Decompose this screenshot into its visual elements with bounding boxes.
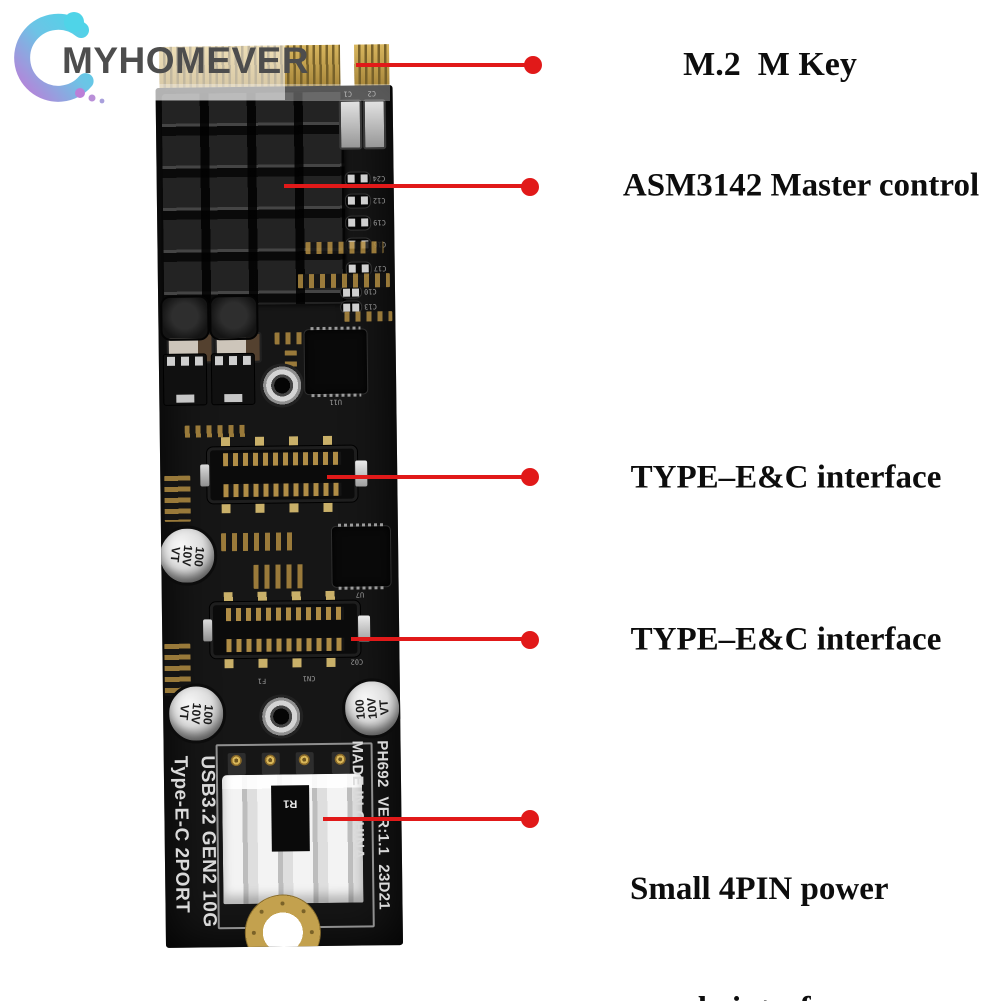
power-pin — [227, 752, 246, 776]
type-e-header-2 — [203, 590, 371, 669]
capacitor-c12 — [344, 193, 372, 209]
callout-power-interface: Small 4PIN power supply interface — [630, 789, 889, 1001]
sticker-text: R1 — [283, 797, 298, 810]
ref-c10: C10 — [363, 287, 377, 296]
callout-master-chip: ASM3142 Master control — [622, 167, 980, 204]
header-pins-top — [220, 435, 343, 447]
header-pins-bottom — [224, 657, 347, 669]
mounting-hole — [258, 694, 304, 739]
header-shield-tab — [203, 619, 213, 642]
capacitor-c2 — [362, 99, 387, 150]
smd-cluster — [164, 475, 191, 522]
header-contacts-top — [225, 606, 345, 622]
mosfet — [210, 352, 256, 406]
pointer-dot-m2 — [524, 56, 542, 74]
pointer-dot-type1 — [521, 468, 539, 486]
ref-f1: F1 — [257, 676, 267, 685]
callout-m2-m-key: M.2 M Key — [683, 46, 857, 83]
smd-cluster — [253, 564, 306, 589]
header-pins-top — [223, 590, 346, 602]
chip-u7 — [330, 525, 392, 588]
power-connector-4pin: R1 — [221, 750, 364, 905]
header-contacts-bottom — [223, 482, 342, 498]
smd-cluster — [220, 532, 294, 552]
ref-c19: C19 — [373, 218, 386, 227]
pointer-line-power — [323, 817, 531, 821]
header-contacts-top — [222, 451, 342, 467]
power-pin — [295, 752, 314, 775]
ref-cn1: CN1 — [302, 674, 316, 683]
smd-cluster — [184, 424, 247, 438]
notch-dot — [301, 909, 306, 914]
mounting-hole — [259, 363, 305, 408]
callout-type-ec-2: TYPE–E&C interface — [630, 621, 942, 658]
watermark-wash — [152, 44, 285, 100]
ref-c12: C12 — [372, 196, 386, 205]
power-pin — [261, 752, 280, 775]
smd-cluster — [305, 241, 384, 255]
header-pins-bottom — [221, 502, 344, 514]
pointer-dot-power — [521, 810, 539, 828]
ref-c02: C02 — [350, 657, 364, 666]
pointer-line-master — [284, 184, 531, 188]
ref-c24: C24 — [372, 174, 386, 183]
capacitor-c19 — [345, 215, 372, 231]
watermark-band — [152, 84, 390, 101]
pointer-line-m2 — [356, 63, 533, 67]
logo-swirl-icon — [14, 12, 105, 104]
inductor — [160, 295, 210, 341]
header-shield-tab — [200, 464, 210, 487]
chip-u11 — [303, 328, 369, 396]
m-key-notch — [339, 42, 355, 87]
ref-c17: C17 — [373, 264, 387, 273]
header-contacts-bottom — [226, 637, 345, 653]
mosfet — [162, 353, 208, 406]
label-sticker: R1 — [271, 785, 310, 852]
capacitor-c1 — [338, 99, 363, 150]
pointer-line-type1 — [327, 475, 531, 479]
smd-cluster — [344, 311, 393, 322]
inductor — [209, 294, 259, 341]
pointer-dot-master — [521, 178, 539, 196]
callout-type-ec-1: TYPE–E&C interface — [630, 459, 942, 496]
ref-c13: C13 — [364, 302, 377, 311]
pointer-line-type2 — [351, 637, 531, 641]
callout-power-line2: supply interface — [630, 989, 889, 1001]
ref-u7: U7 — [355, 590, 365, 599]
pointer-dot-type2 — [521, 631, 539, 649]
notch-dot — [251, 930, 256, 935]
brand-name: MYHOMEVER — [62, 40, 310, 81]
smd-cluster — [297, 273, 390, 289]
notch-dot — [259, 909, 264, 914]
callout-power-line1: Small 4PIN power — [630, 871, 889, 907]
notch-dot — [309, 930, 314, 935]
m2-adapter-card: C1 C2 C24 C12 C19 C16 C17 C10 C13 C47 C4… — [155, 42, 404, 950]
ref-u11: U11 — [329, 397, 343, 406]
notch-dot — [280, 901, 285, 906]
header-shield-tab — [355, 460, 368, 487]
